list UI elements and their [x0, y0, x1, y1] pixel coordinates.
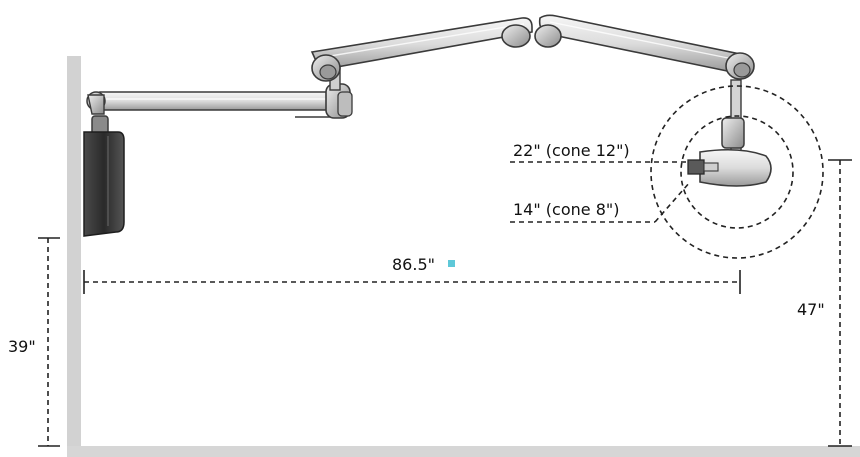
upper-left-arm: [310, 17, 533, 82]
small-positioning-circle: [680, 115, 794, 229]
large-positioning-circle: [650, 85, 824, 259]
wall: [67, 56, 81, 451]
control-panel: [83, 115, 125, 237]
small-circle-leader-diagonal: [654, 181, 691, 223]
small-circle-label: 14" (cone 8"): [513, 200, 619, 219]
xray-tube-head: [687, 79, 772, 187]
reach-marker: [448, 260, 455, 267]
horizontal-arm: [86, 83, 353, 119]
floor: [67, 446, 860, 457]
wall-height-label: 39": [8, 337, 36, 356]
head-height-label: 47": [797, 300, 825, 319]
large-circle-label: 22" (cone 12"): [513, 141, 630, 160]
reach-label: 86.5": [392, 255, 435, 274]
upper-right-arm: [534, 14, 755, 80]
